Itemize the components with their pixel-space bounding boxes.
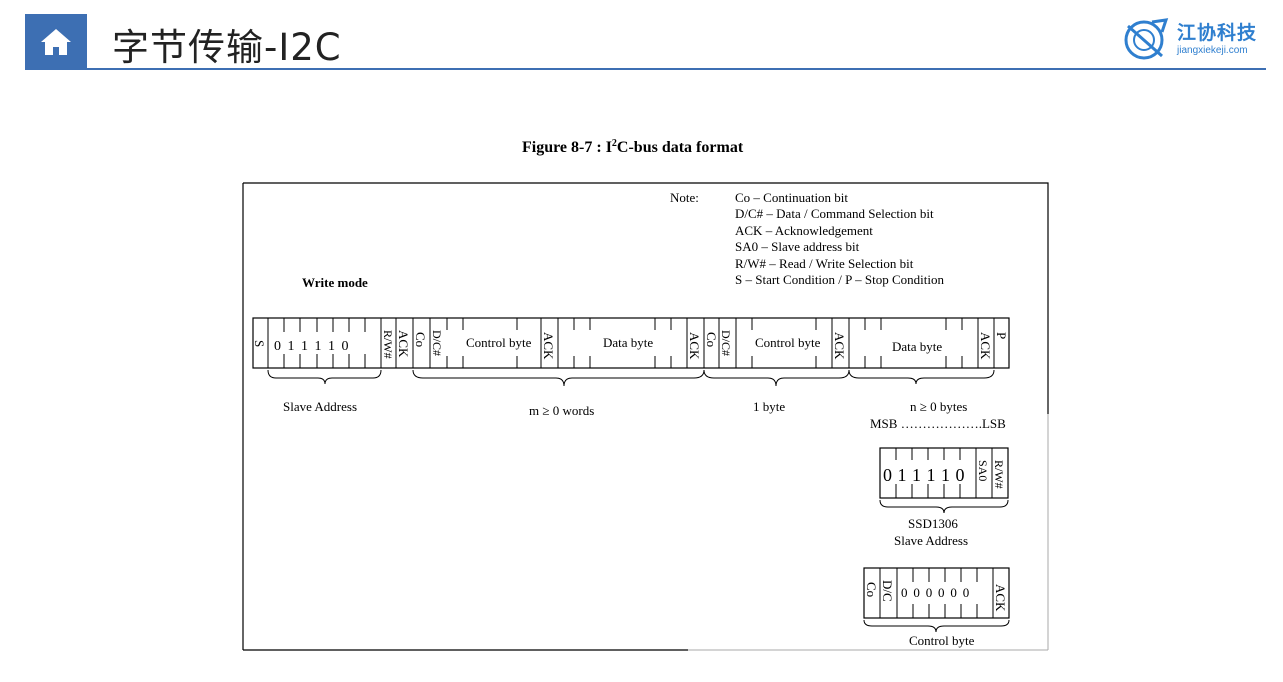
data-byte-2: Data byte bbox=[892, 339, 942, 354]
control-dividers bbox=[879, 568, 994, 618]
note-line: Co – Continuation bit bbox=[735, 190, 848, 205]
note-line: D/C# – Data / Command Selection bit bbox=[735, 206, 934, 221]
control-bits: 0 0 0 0 0 0 bbox=[901, 585, 971, 600]
control-ack-bit: ACK bbox=[993, 584, 1008, 612]
i2c-figure: Figure 8-7 : I2C-bus data format Note: C… bbox=[218, 126, 1072, 672]
note-line: S – Start Condition / P – Stop Condition bbox=[735, 272, 944, 287]
co-bit: Co bbox=[413, 332, 428, 347]
ack-bit: ACK bbox=[832, 332, 847, 360]
control-byte-label: Control byte bbox=[909, 633, 975, 648]
ssd-label-2: Slave Address bbox=[894, 533, 968, 548]
one-byte-label: 1 byte bbox=[753, 399, 785, 414]
frame-ticks bbox=[283, 318, 963, 368]
ack-bit: ACK bbox=[541, 332, 556, 360]
note-line: ACK – Acknowledgement bbox=[735, 223, 873, 238]
frame-dividers bbox=[267, 318, 995, 368]
write-mode-label: Write mode bbox=[302, 275, 368, 290]
dc-bit: D/C# bbox=[719, 330, 733, 356]
control-dc-bit: D/C bbox=[880, 580, 895, 602]
slave-address-label: Slave Address bbox=[283, 399, 357, 414]
slave-bits: 0 1 1 1 1 0 bbox=[274, 339, 350, 354]
slide-header: 字节传输-I2C 江协科技 jiangxiekeji.com bbox=[0, 0, 1283, 74]
ack-bit: ACK bbox=[687, 332, 702, 360]
home-icon bbox=[41, 29, 71, 55]
note-line: SA0 – Slave address bit bbox=[735, 239, 860, 254]
control-brace bbox=[863, 619, 1010, 633]
control-co-bit: Co bbox=[864, 582, 879, 597]
header-divider bbox=[25, 68, 1266, 70]
rw-bit: R/W# bbox=[381, 330, 395, 359]
ack-bit: ACK bbox=[978, 332, 993, 360]
dc-bit: D/C# bbox=[430, 330, 444, 356]
ssd-brace bbox=[879, 499, 1009, 514]
logo-text: 江协科技 bbox=[1177, 22, 1258, 44]
m-words-label: m ≥ 0 words bbox=[529, 403, 594, 418]
co-bit: Co bbox=[704, 332, 719, 347]
i2c-diagram: Figure 8-7 : I2C-bus data format Note: C… bbox=[242, 138, 1049, 651]
note-line: R/W# – Read / Write Selection bit bbox=[735, 256, 914, 271]
page-title: 字节传输-I2C bbox=[112, 26, 342, 69]
ack-bit: ACK bbox=[396, 330, 411, 358]
stop-condition: P bbox=[994, 332, 1009, 339]
brand-logo: 江协科技 jiangxiekeji.com bbox=[1122, 14, 1262, 64]
data-byte-1: Data byte bbox=[603, 335, 653, 350]
control-byte-2: Control byte bbox=[755, 335, 821, 350]
home-button[interactable] bbox=[25, 14, 87, 70]
control-byte-1: Control byte bbox=[466, 335, 532, 350]
control-byte-box bbox=[863, 567, 1010, 619]
frame-row bbox=[252, 317, 1010, 369]
sa0-bit: SA0 bbox=[976, 460, 990, 481]
ssd-label-1: SSD1306 bbox=[908, 516, 958, 531]
ssd-bits: 0 1 1 1 1 0 bbox=[883, 465, 965, 485]
start-condition: S bbox=[252, 340, 267, 347]
ssd-rw-bit: R/W# bbox=[992, 460, 1006, 489]
logo-url: jiangxiekeji.com bbox=[1177, 45, 1248, 56]
braces bbox=[267, 369, 995, 387]
figure-title: Figure 8-7 : I2C-bus data format bbox=[522, 138, 744, 156]
n-bytes-label: n ≥ 0 bytes bbox=[910, 399, 967, 414]
note-label: Note: bbox=[670, 190, 699, 205]
logo-icon bbox=[1124, 18, 1169, 60]
outer-frame-top bbox=[243, 182, 1049, 414]
ssd-dividers bbox=[895, 448, 993, 498]
msb-lsb-label: MSB ……………….LSB bbox=[870, 416, 1006, 431]
